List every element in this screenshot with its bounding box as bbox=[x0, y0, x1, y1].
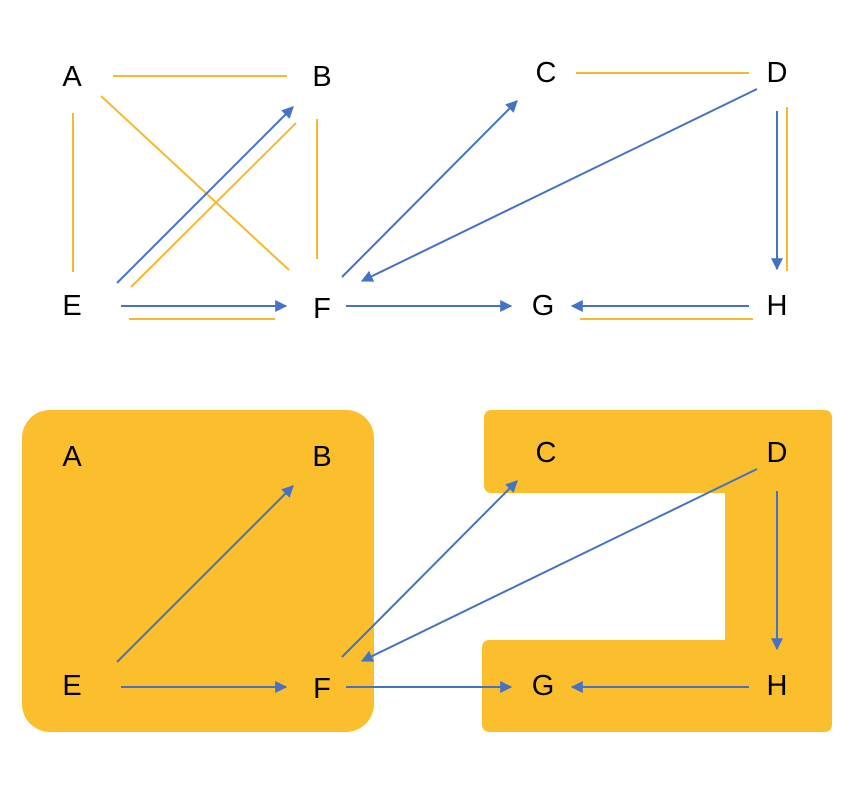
bottom-graph: A B C D E F G H bbox=[22, 410, 832, 732]
node-e: E bbox=[62, 670, 81, 702]
arrow-d-f bbox=[360, 88, 758, 282]
node-b: B bbox=[312, 441, 331, 473]
edge-a-f bbox=[100, 95, 290, 271]
edge-b-e bbox=[130, 122, 297, 288]
node-f: F bbox=[313, 293, 331, 325]
node-a: A bbox=[62, 61, 82, 93]
top-directed-edges bbox=[116, 88, 783, 312]
node-b: B bbox=[312, 61, 331, 93]
node-e: E bbox=[62, 290, 81, 322]
node-g: G bbox=[532, 290, 555, 322]
arrow-d-f bbox=[360, 468, 758, 662]
node-g: G bbox=[532, 670, 555, 702]
node-h: H bbox=[767, 670, 788, 702]
node-d: D bbox=[767, 57, 788, 89]
node-a: A bbox=[62, 441, 82, 473]
arrow-e-b bbox=[116, 106, 294, 284]
bottom-directed-edges bbox=[116, 468, 783, 693]
arrow-e-b bbox=[116, 485, 294, 663]
top-node-labels: A B C D E F G H bbox=[62, 57, 787, 325]
node-c: C bbox=[536, 57, 557, 89]
node-c: C bbox=[536, 437, 557, 469]
node-h: H bbox=[767, 290, 788, 322]
top-undirected-edges bbox=[72, 72, 788, 320]
arrow-f-c bbox=[341, 100, 518, 278]
top-graph: A B C D E F G H bbox=[62, 57, 788, 325]
node-f: F bbox=[313, 673, 331, 705]
node-d: D bbox=[767, 437, 788, 469]
arrow-f-c bbox=[341, 480, 518, 658]
component-cdgh bbox=[482, 410, 832, 732]
bottom-node-labels: A B C D E F G H bbox=[62, 437, 787, 705]
